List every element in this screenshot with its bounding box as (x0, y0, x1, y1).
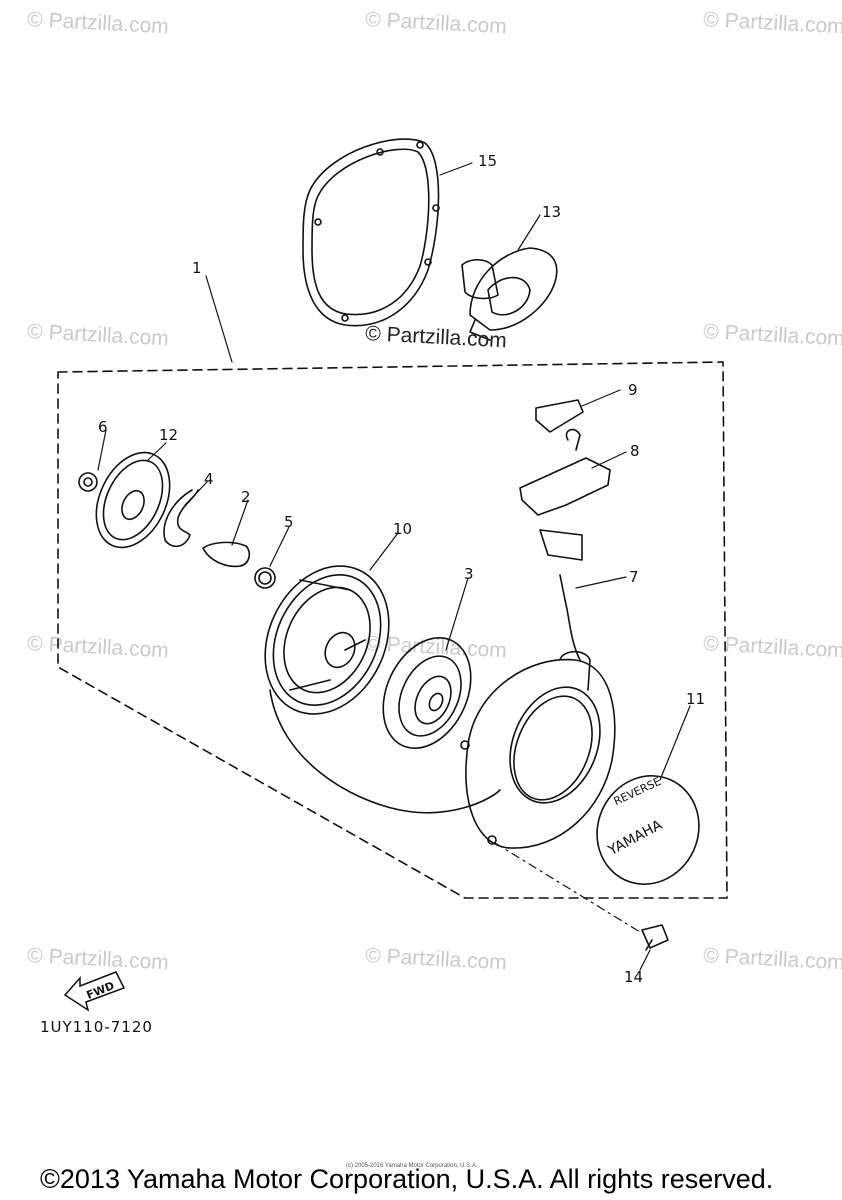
callout-6: 6 (98, 418, 108, 436)
part-2-ratchet (202, 541, 251, 568)
callout-8: 8 (630, 442, 640, 460)
copyright-footer: ©2013 Yamaha Motor Corporation, U.S.A. A… (40, 1164, 774, 1194)
rope-7 (559, 574, 581, 661)
part-13-pulley (461, 247, 558, 341)
part-10-reel (264, 565, 390, 715)
callout-5: 5 (284, 513, 294, 531)
callout-9: 9 (628, 381, 638, 399)
assembly-boundary (57, 361, 728, 899)
callout-7: 7 (629, 568, 639, 586)
diagram-code: 1UY110-7120 (40, 1018, 153, 1036)
callout-4: 4 (204, 470, 214, 488)
rope (269, 689, 501, 814)
part-5-spring (254, 567, 276, 589)
part-14-bolt (641, 924, 669, 951)
part-11-decal (596, 775, 700, 885)
callout-2: 2 (241, 488, 251, 506)
part-8-handle (519, 428, 611, 561)
callout-10: 10 (393, 520, 413, 538)
part-3-spring (382, 636, 472, 750)
callout-11: 11 (686, 690, 706, 708)
callout-14: 14 (624, 968, 644, 986)
callout-13: 13 (542, 203, 562, 221)
starter-case (460, 650, 616, 849)
part-15-gasket (302, 138, 440, 327)
part-4-clip (163, 489, 199, 548)
callout-12: 12 (159, 426, 179, 444)
callout-1: 1 (192, 259, 202, 277)
callout-3: 3 (464, 565, 474, 583)
part-6-nut (78, 472, 98, 492)
small-copyright: (c) 2005-2016 Yamaha Motor Corporation, … (346, 1163, 478, 1169)
callout-15: 15 (478, 152, 498, 170)
fwd-arrow (63, 971, 126, 1012)
leader-lines (97, 162, 691, 971)
part-9-cap (535, 399, 584, 433)
part-12-plate (95, 451, 171, 549)
